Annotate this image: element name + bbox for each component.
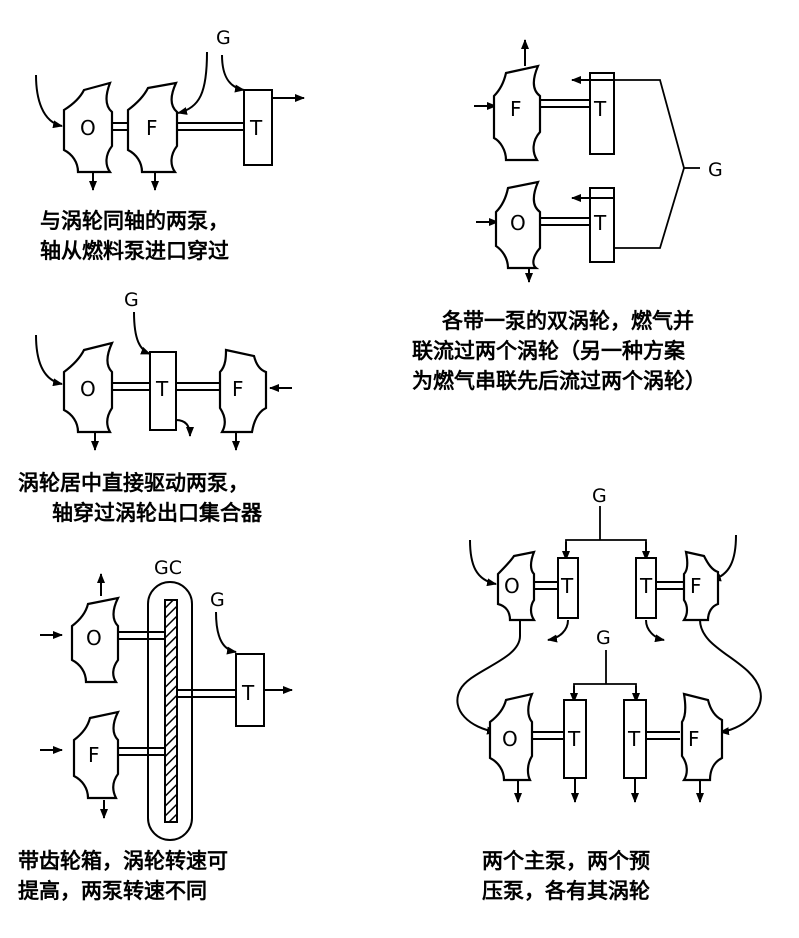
oxidizer-pump-label: O (86, 626, 102, 650)
caption-d5: 两个主泵，两个预 压泵，各有其涡轮 (482, 846, 650, 906)
caption-d3: 涡轮居中直接驱动两泵， 轴穿过涡轮出口集合器 (18, 468, 262, 528)
fuel-pump-label: F (690, 574, 702, 598)
oxidizer-pump-4 (70, 596, 120, 684)
fuel-pump-4 (72, 710, 121, 800)
diagram-coaxial-pumps: O F T G (35, 27, 305, 191)
fuel-pump-1 (126, 81, 179, 174)
gearbox-label: GC (154, 557, 182, 579)
caption-line: 与涡轮同轴的两泵， (40, 209, 229, 233)
turbine-label: T (593, 97, 607, 121)
fuel-pump-label: F (88, 743, 100, 767)
turbine-label: T (560, 574, 574, 598)
turbine-2b (589, 187, 615, 263)
turbine-label: T (241, 681, 255, 705)
fuel-pump-label: F (688, 727, 700, 751)
diagram-dual-turbines: F O T T G (474, 39, 723, 283)
turbine-4 (235, 653, 265, 727)
caption-line: 提高，两泵转速不同 (18, 879, 207, 903)
turbine-label: T (249, 116, 263, 140)
oxidizer-pump-label: O (504, 574, 520, 598)
fuel-pump-label: F (146, 116, 158, 140)
oxidizer-pump-1 (62, 81, 114, 174)
caption-line: 带齿轮箱，涡轮转速可 (18, 849, 228, 873)
fuel-pump-label: F (510, 97, 522, 121)
diagram-gearbox: O F T GC G (40, 557, 293, 841)
oxidizer-pump-label: O (80, 116, 96, 140)
caption-line: 各带一泵的双涡轮，燃气并 (442, 309, 694, 333)
caption-line: 轴从燃料泵进口穿过 (40, 239, 229, 263)
caption-line: 联流过两个涡轮（另一种方案 (412, 339, 685, 363)
oxidizer-pump-label: O (510, 211, 526, 235)
caption-line: 压泵，各有其涡轮 (482, 879, 650, 903)
gas-label: G (596, 627, 611, 649)
turbine-1 (243, 89, 273, 166)
turbine-label: T (155, 377, 169, 401)
turbine-3 (149, 351, 177, 431)
turbine-label: T (593, 211, 607, 235)
gas-label: G (592, 485, 607, 507)
gearbox-outline (147, 581, 193, 841)
caption-d1: 与涡轮同轴的两泵， 轴从燃料泵进口穿过 (40, 206, 229, 266)
caption-line: 轴穿过涡轮出口集合器 (52, 501, 262, 525)
gas-label: G (124, 289, 139, 311)
oxidizer-pump-label: O (80, 377, 96, 401)
turbine-boost-ox (557, 557, 579, 619)
caption-line: 为燃气串联先后流过两个涡轮） (412, 369, 706, 393)
fuel-boost-pump (681, 550, 720, 622)
turbine-label: T (639, 574, 653, 598)
caption-d2: 各带一泵的双涡轮，燃气并 联流过两个涡轮（另一种方案 为燃气串联先后流过两个涡轮… (412, 306, 706, 396)
gas-label: G (210, 589, 225, 611)
oxidizer-main-pump (488, 692, 534, 782)
fuel-pump-2 (492, 64, 542, 162)
turbine-2a (589, 72, 615, 155)
caption-line: 两个主泵，两个预 (482, 849, 650, 873)
turbine-boost-fuel (635, 557, 657, 619)
turbine-label: T (567, 727, 581, 751)
diagram-central-turbine: O T F G (35, 289, 292, 451)
diagram-main-and-boost-pumps: G O T T F G (456, 485, 762, 803)
fuel-main-pump (680, 692, 724, 782)
turbine-label: T (627, 727, 641, 751)
fuel-pump-3 (218, 348, 268, 434)
caption-d4: 带齿轮箱，涡轮转速可 提高，两泵转速不同 (18, 846, 228, 906)
caption-line: 涡轮居中直接驱动两泵， (18, 471, 249, 495)
fuel-pump-label: F (232, 377, 244, 401)
gas-label: G (708, 159, 723, 181)
oxidizer-pump-3 (62, 341, 114, 434)
oxidizer-boost-pump (496, 550, 537, 622)
gearbox-gears (164, 599, 178, 823)
oxidizer-pump-label: O (502, 727, 518, 751)
oxidizer-pump-2 (494, 180, 542, 270)
gas-label: G (216, 27, 231, 49)
